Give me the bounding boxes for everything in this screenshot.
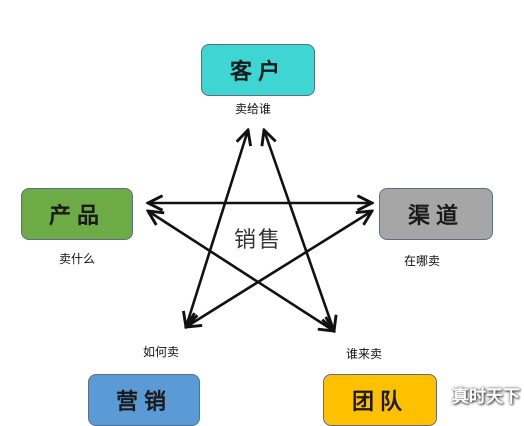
center-label: 销售 bbox=[234, 228, 283, 253]
subtitle-product: 卖什么 bbox=[59, 252, 96, 266]
node-product: 产品 bbox=[21, 188, 133, 240]
node-team: 团队 bbox=[323, 374, 437, 426]
subtitle-team: 谁来卖 bbox=[346, 347, 383, 361]
pentagram-arrows bbox=[0, 0, 524, 413]
arrow-channel-marketing bbox=[186, 211, 372, 327]
node-marketing: 营销 bbox=[88, 374, 200, 426]
node-customer: 客户 bbox=[201, 44, 315, 96]
subtitle-customer: 卖给谁 bbox=[235, 102, 272, 116]
watermark: 真时天下 bbox=[452, 387, 520, 407]
subtitle-channel: 在哪卖 bbox=[404, 254, 441, 268]
subtitle-marketing: 如何卖 bbox=[143, 345, 180, 359]
node-channel: 渠道 bbox=[379, 188, 493, 240]
